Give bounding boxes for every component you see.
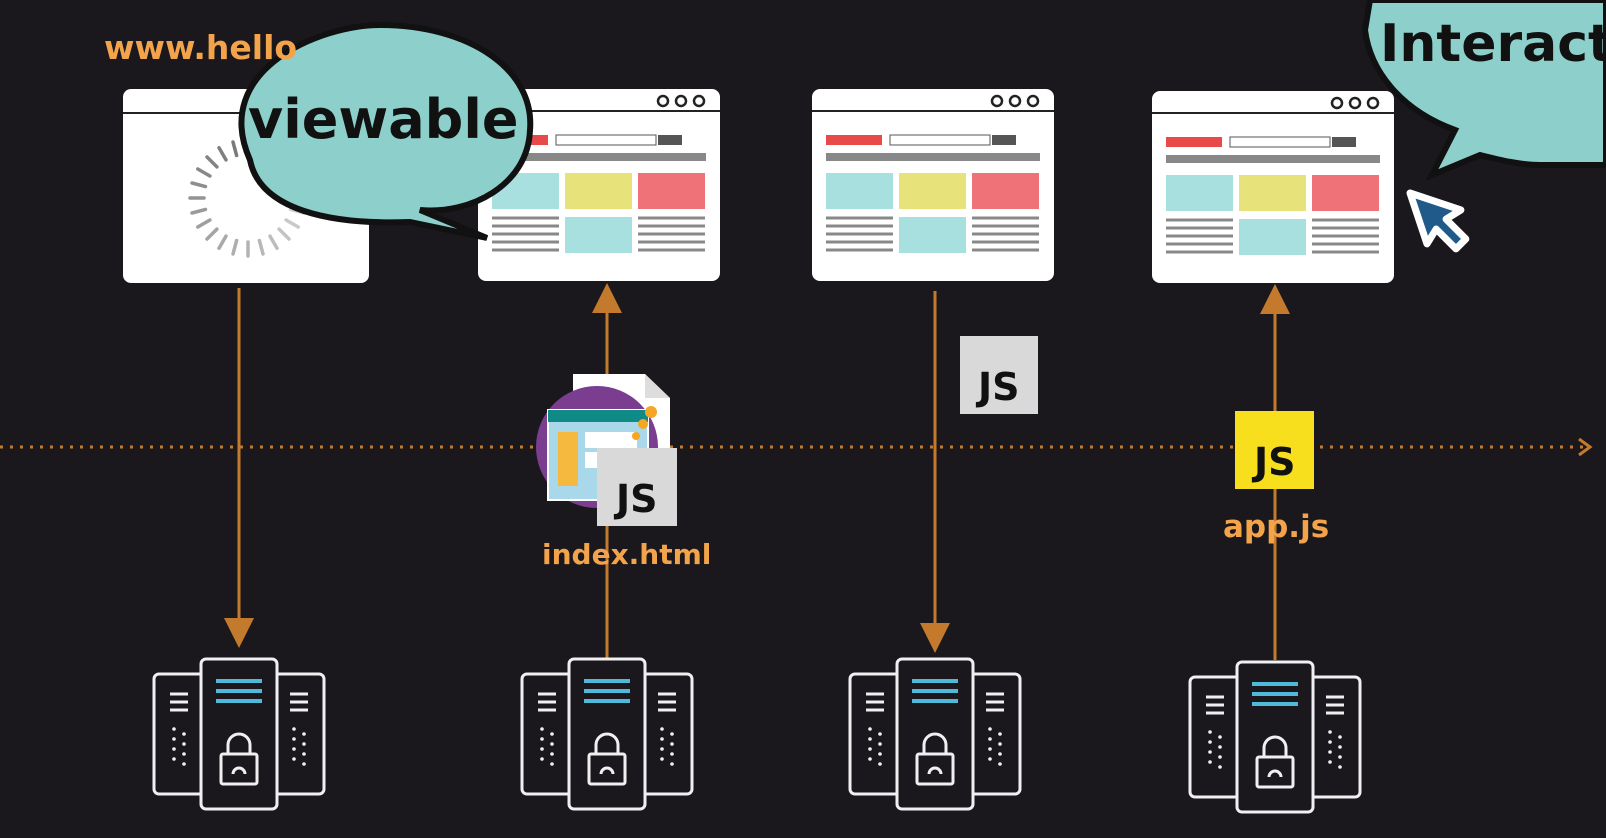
- url-label: www.hello: [104, 28, 298, 67]
- js-badge-index-text: JS: [616, 477, 658, 521]
- spinner-tick: [284, 218, 300, 229]
- mouse-pointer-icon: [1406, 189, 1470, 253]
- browser-window-interactive: [1150, 89, 1396, 285]
- spinner-tick: [190, 207, 208, 215]
- spinner-tick: [231, 140, 239, 158]
- index-html-label: index.html: [542, 538, 712, 571]
- timeline-arrowhead: [1578, 437, 1593, 457]
- spinner-tick: [231, 238, 239, 256]
- browser-window-js-requested: [810, 87, 1056, 283]
- js-badge-middle: [960, 336, 1038, 414]
- spinner-tick: [268, 234, 279, 250]
- js-badge-index: [597, 448, 677, 526]
- interactable-text: Interacta: [1380, 14, 1606, 74]
- server-rack-4: [1188, 660, 1362, 814]
- js-badge-app: [1235, 411, 1314, 489]
- js-badge-middle-text: JS: [978, 365, 1020, 409]
- server-rack-2: [520, 657, 694, 811]
- speech-bubble-viewable: [238, 21, 534, 241]
- spinner-tick: [257, 238, 265, 256]
- spinner-tick: [217, 146, 228, 162]
- spinner-tick: [217, 234, 228, 250]
- spinner-tick: [196, 218, 212, 229]
- speech-bubble-interactable: [1361, 0, 1606, 181]
- server-rack-1: [152, 657, 326, 811]
- app-js-label: app.js: [1223, 509, 1330, 545]
- spinner-tick: [205, 227, 219, 241]
- spinner-tick: [190, 181, 208, 189]
- viewable-text: viewable: [248, 88, 519, 151]
- js-badge-app-text: JS: [1254, 440, 1296, 484]
- spinner-tick: [205, 155, 219, 169]
- spinner-tick: [196, 167, 212, 178]
- spinner-tick: [277, 227, 291, 241]
- server-rack-3: [848, 657, 1022, 811]
